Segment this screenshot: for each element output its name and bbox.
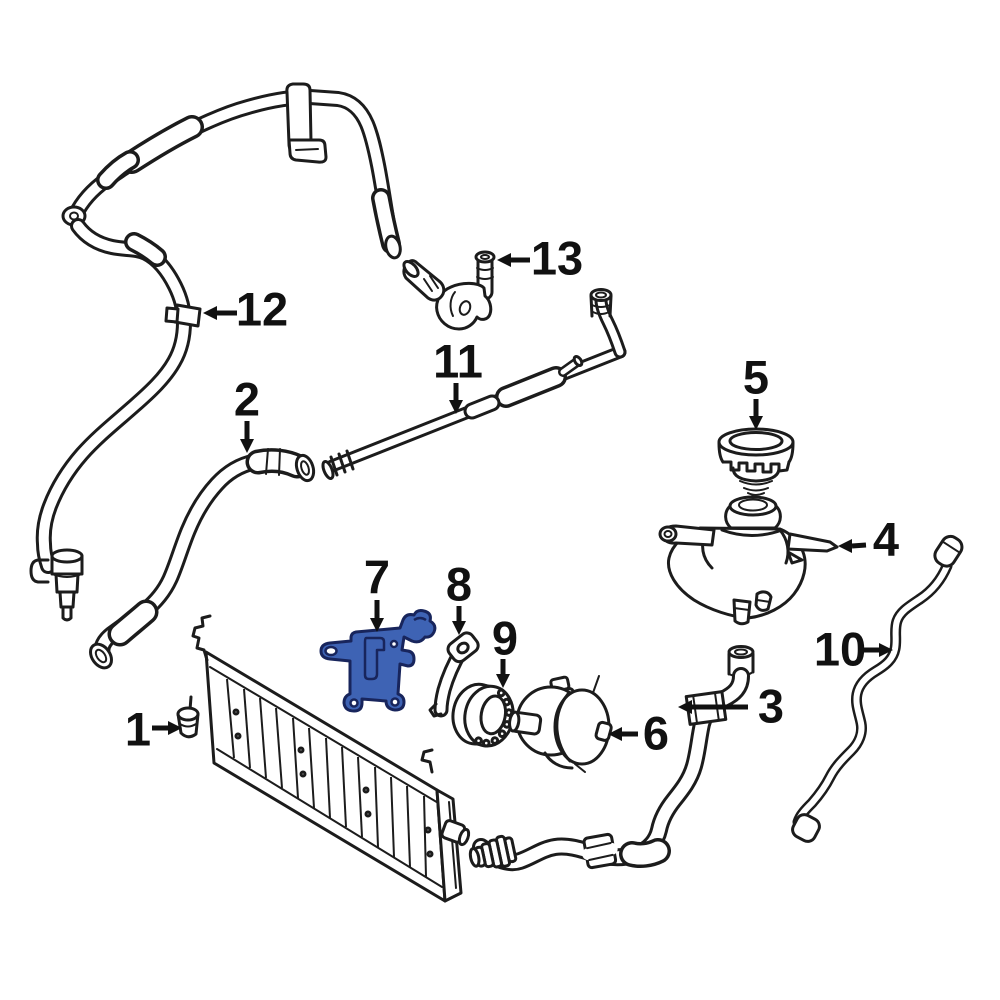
callout-6: 6 (608, 707, 669, 760)
callout-1: 1 (125, 703, 182, 756)
part-1-radiator (176, 614, 471, 903)
part-12-hose-assembly (29, 82, 402, 622)
callout-11-label: 11 (433, 335, 483, 388)
part-4-expansion-tank (658, 495, 839, 626)
vent-hose-foot (791, 813, 821, 843)
part-3-coolant-hose (468, 645, 755, 872)
part-10-vent-hose (791, 534, 964, 843)
callout-7: 7 (364, 551, 390, 632)
radiator-corner-bracket (420, 748, 434, 774)
hose-end-ring (294, 453, 316, 483)
part-5-reservoir-cap (717, 427, 795, 496)
connector-body (435, 281, 493, 331)
hose-hanger-bracket (287, 138, 328, 164)
hose-cut-end (384, 234, 402, 260)
callout-10-label: 10 (814, 623, 866, 676)
tank-right-arm (786, 532, 839, 553)
callout-11: 11 (433, 335, 483, 414)
ring-bolt-holes (474, 688, 514, 748)
callout-4: 4 (838, 513, 899, 566)
pipe-end-fitting (321, 460, 335, 480)
hose-collar (582, 832, 618, 870)
vent-hose-top-connector (933, 534, 964, 568)
callout-3-label: 3 (758, 680, 784, 733)
callout-3: 3 (678, 680, 784, 733)
retaining-clip (29, 558, 50, 584)
radiator-rivets (232, 708, 434, 858)
callout-13-label: 13 (531, 232, 583, 285)
callout-2: 2 (234, 373, 260, 453)
hose-end-connector (50, 548, 84, 622)
part-11-coolant-pipe (321, 288, 627, 480)
tank-bottom-ports (732, 590, 773, 626)
callout-9: 9 (492, 612, 518, 688)
callout-8: 8 (446, 558, 472, 635)
part-2-radiator-hose (89, 448, 316, 670)
part-7-bracket-highlighted (319, 609, 437, 713)
radiator-top-bracket (191, 614, 212, 662)
pump-right-stub (594, 720, 613, 742)
hose-ribbed-end (468, 834, 518, 869)
callout-6-label: 6 (643, 707, 669, 760)
callout-5: 5 (743, 351, 769, 430)
callouts: 1 2 3 4 5 6 7 (125, 232, 899, 760)
radiator-fins (226, 678, 427, 878)
callout-7-label: 7 (364, 551, 390, 604)
pipe-top-connector (589, 288, 613, 318)
part-13-connector-hose (402, 250, 496, 331)
part-6-auxiliary-water-pump (508, 675, 613, 773)
callout-9-label: 9 (492, 612, 518, 665)
part-9-seal-ring (451, 682, 515, 748)
callout-13: 13 (497, 232, 583, 285)
callout-1-label: 1 (125, 703, 151, 756)
callout-4-label: 4 (873, 513, 899, 566)
callout-12-label: 12 (236, 283, 288, 336)
radiator-drain-fitting (176, 695, 200, 739)
callout-5-label: 5 (743, 351, 769, 404)
callout-8-label: 8 (446, 558, 472, 611)
part-8-bracket-strap (428, 631, 480, 718)
callout-12: 12 (203, 283, 288, 336)
callout-10: 10 (814, 623, 893, 676)
callout-2-label: 2 (234, 373, 260, 426)
pump-left-port (508, 710, 543, 736)
